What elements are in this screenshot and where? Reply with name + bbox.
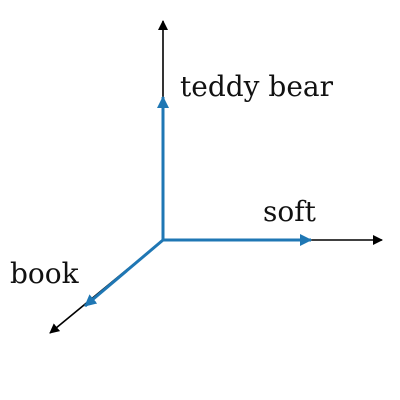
labels: teddy bear soft book xyxy=(10,70,334,290)
vectors xyxy=(84,96,312,308)
soft-label: soft xyxy=(263,195,317,228)
teddy-bear-label: teddy bear xyxy=(180,70,334,103)
axes xyxy=(49,20,383,334)
book-label: book xyxy=(10,257,80,290)
book-vector xyxy=(84,238,164,308)
